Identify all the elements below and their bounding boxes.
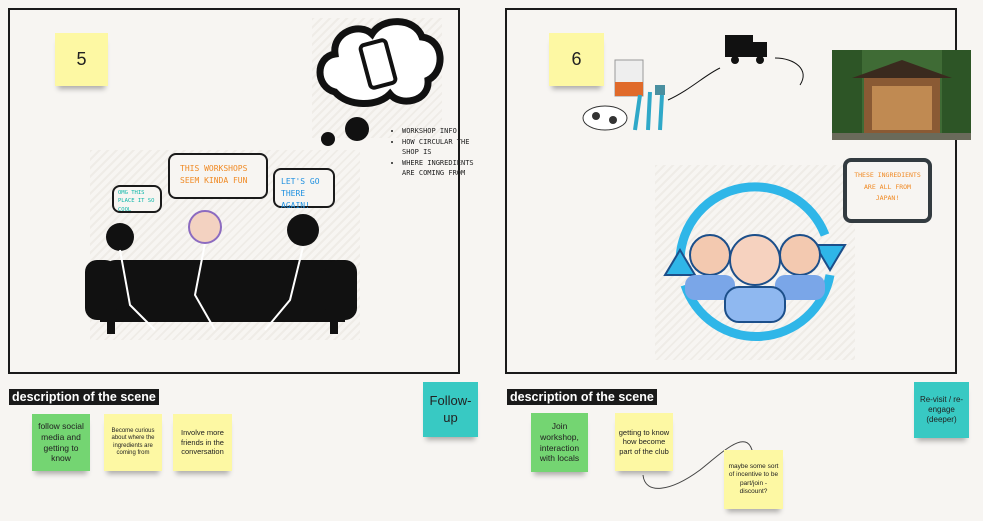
scene-number-6[interactable]: 6: [549, 33, 604, 86]
sticky-note[interactable]: Become curious about where the ingredien…: [104, 414, 162, 471]
sticky-note[interactable]: Join workshop, interaction with locals: [531, 413, 588, 472]
community-cycle-icon: [663, 182, 847, 341]
farm-to-truck-illustration: [582, 35, 804, 131]
description-label-5: description of the scene: [9, 389, 159, 405]
bullet-item: where ingredients are coming from: [402, 158, 487, 179]
bullet-item: workshop info: [402, 126, 487, 137]
sticky-note[interactable]: Involve more friends in the conversation: [173, 414, 232, 471]
stage-label-revisit[interactable]: Re-visit / re-engage (deeper): [914, 382, 969, 438]
bullet-item: how circular the shop is: [402, 137, 487, 158]
description-label-6: description of the scene: [507, 389, 657, 405]
speech-bubble-right: Let's go there again!: [273, 168, 335, 210]
japanese-house-photo: [832, 50, 971, 140]
stage-label-follow-up[interactable]: Follow-up: [423, 382, 478, 437]
sticky-note[interactable]: maybe some sort of incentive to be part/…: [724, 450, 783, 509]
thought-cloud-phone-icon: [316, 18, 444, 146]
speech-bubble-left: OMG this place it so cool: [112, 185, 162, 213]
speech-bubble-japan: These ingredients are all from Japan!: [843, 158, 932, 223]
sticky-note[interactable]: follow social media and getting to know: [32, 414, 90, 471]
scene-number-5[interactable]: 5: [55, 33, 108, 86]
friends-on-sofa-illustration: [85, 210, 357, 334]
thought-bullet-list: workshop info how circular the shop is w…: [390, 126, 487, 179]
speech-bubble-middle: This workshops seem kinda fun: [168, 153, 268, 199]
sticky-note[interactable]: getting to know how become part of the c…: [615, 413, 673, 471]
